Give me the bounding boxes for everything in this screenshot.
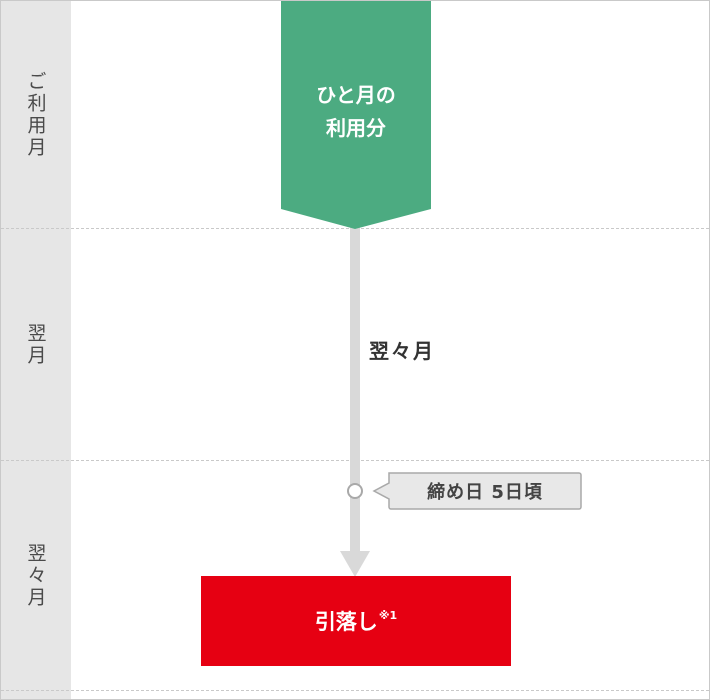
closing-date-label: 締め日 5日頃: [427, 482, 543, 503]
callout-bubble: [372, 472, 582, 510]
withdrawal-label: 引落し: [314, 610, 378, 634]
month-sidebar: [1, 1, 71, 699]
start-box-label: ひと月の 利用分: [281, 79, 431, 145]
start-box-line2: 利用分: [326, 116, 386, 140]
row-label-month-after-next: 翌々月: [1, 461, 71, 690]
start-box-line1: ひと月の: [316, 83, 396, 107]
row-divider: [1, 690, 709, 691]
row-label-usage-month: ご利用月: [1, 1, 71, 228]
next-month-label: 翌月: [24, 322, 47, 367]
closing-date-marker: [347, 483, 363, 499]
usage-month-label: ご利用月: [24, 70, 47, 159]
withdrawal-note-mark: ※1: [378, 608, 398, 622]
month-after-next-label: 翌々月: [24, 542, 47, 609]
row-label-next-month: 翌月: [1, 229, 71, 460]
timeline-month-label: 翌々月: [369, 339, 435, 363]
arrow-shaft: [350, 227, 360, 555]
withdrawal-box: 引落し※1: [201, 576, 511, 666]
arrow-head: [340, 551, 370, 577]
start-box-shape: [281, 1, 431, 229]
